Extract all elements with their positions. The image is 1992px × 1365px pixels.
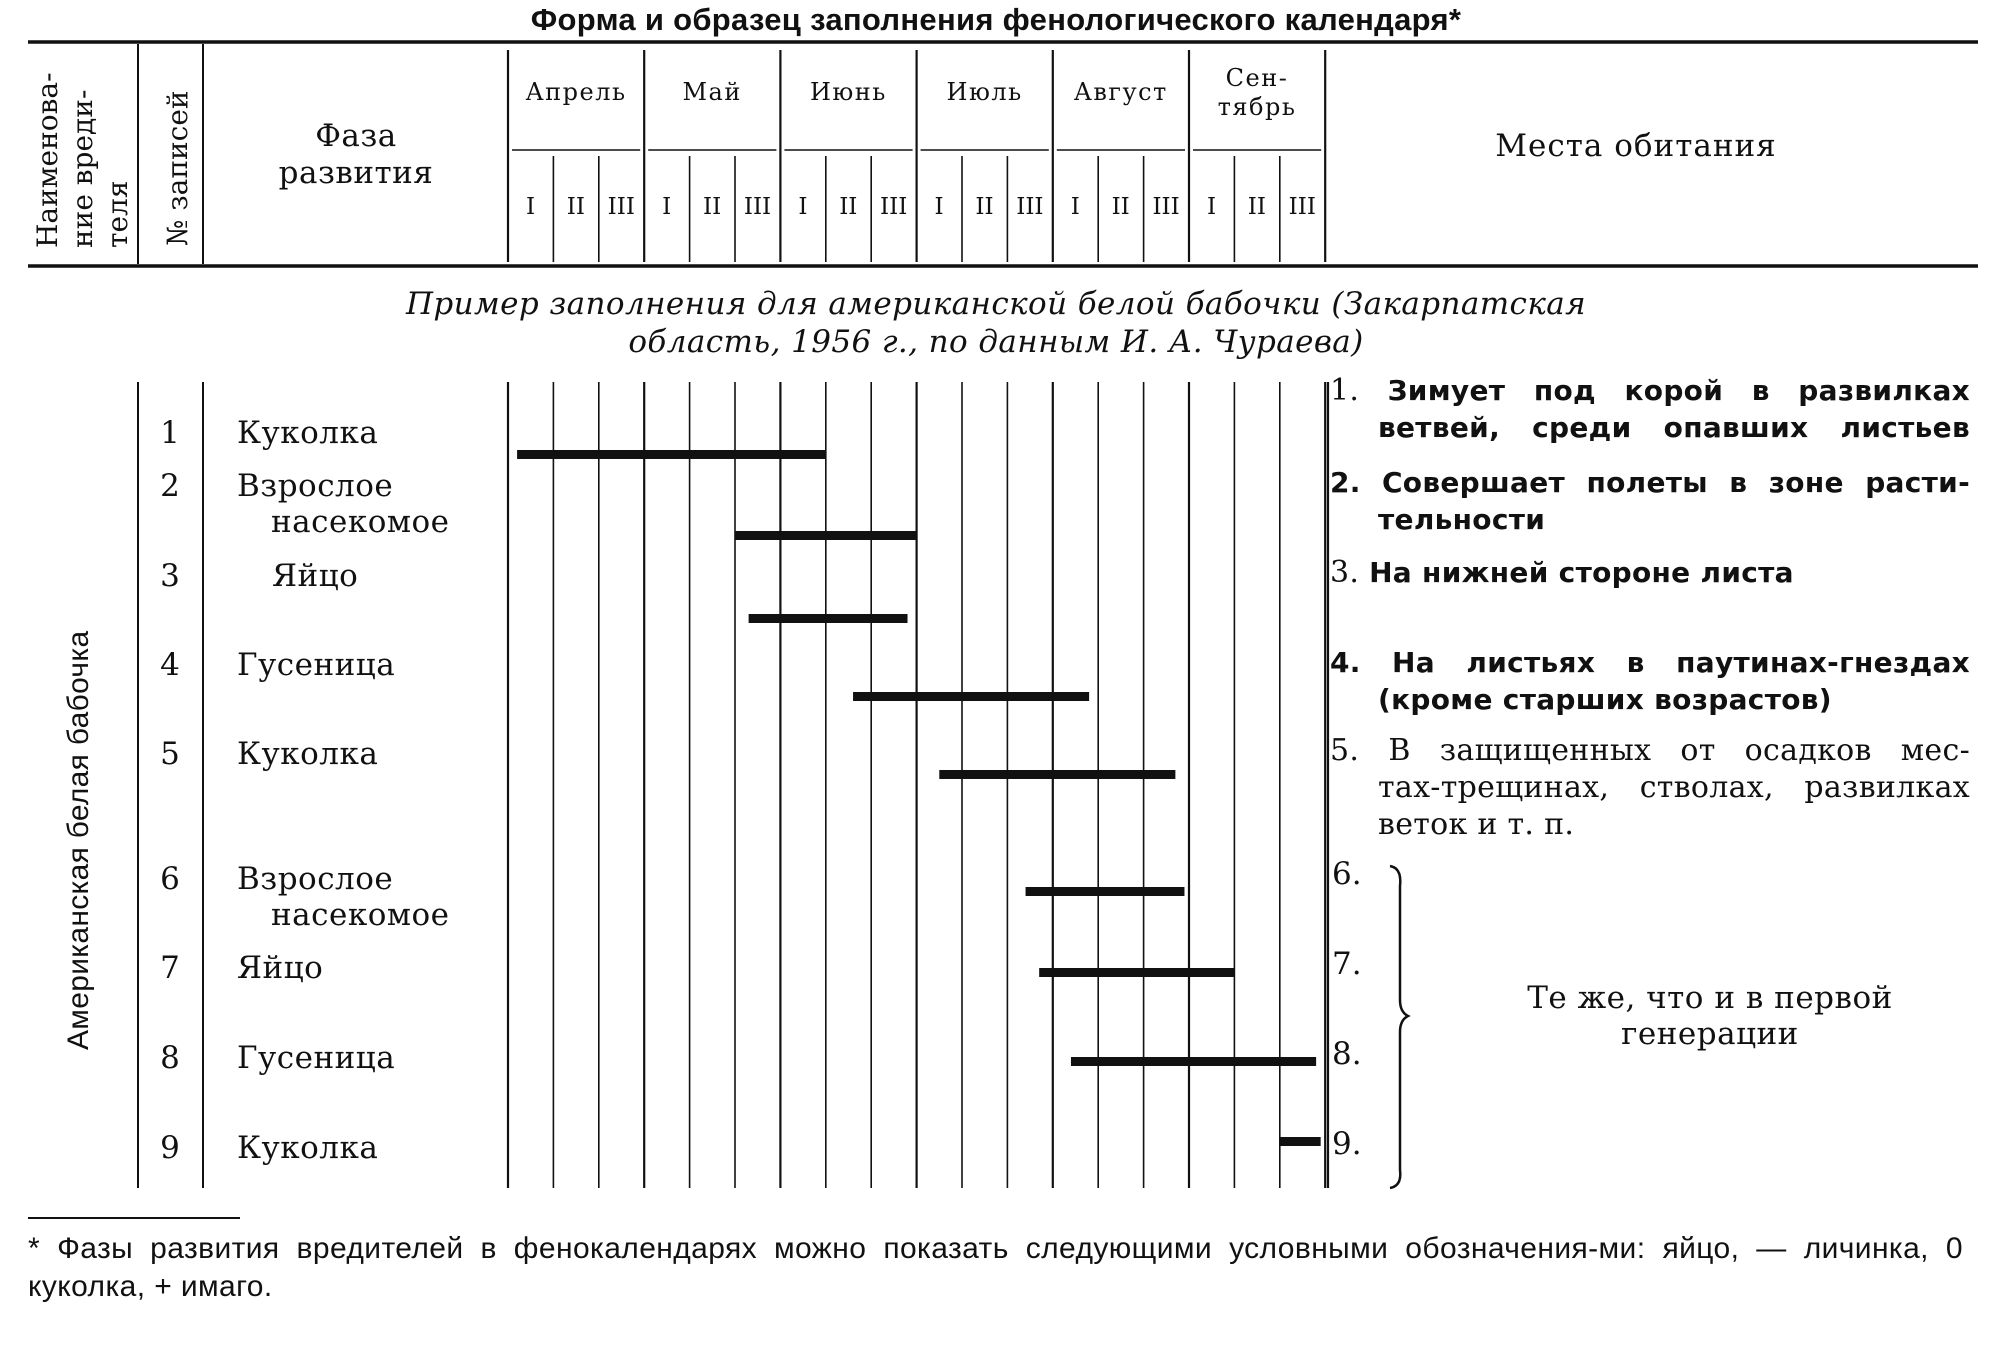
decade-header: III — [1016, 194, 1044, 220]
month-header: Май — [682, 78, 742, 106]
habitat-header: Места обитания — [1495, 128, 1777, 164]
habitat-7-number: 7. — [1332, 946, 1362, 982]
decade-header: II — [1111, 194, 1130, 220]
record-number: 8 — [160, 1040, 180, 1076]
generation-brace — [1389, 864, 1411, 1190]
habitat-9-number: 9. — [1332, 1126, 1362, 1162]
phase-bar — [853, 692, 1090, 701]
record-number: 3 — [160, 558, 180, 594]
phase-bar — [1025, 887, 1185, 896]
pest-name-header: Наименова- ние вреди- теля — [31, 72, 134, 248]
decade-header: I — [1206, 194, 1217, 220]
month-header: Сен-тябрь — [1217, 64, 1297, 121]
phase-bar — [939, 770, 1176, 779]
decade-header: II — [566, 194, 585, 220]
phase-header: Фаза развития — [278, 118, 434, 191]
phase-bar — [1039, 968, 1235, 977]
phase-name: Куколка — [237, 415, 379, 451]
footnote: * Фазы развития вредителей в фенокаленда… — [28, 1232, 1963, 1303]
habitat-1: 1. Зимует под корой в развилках ветвей, … — [1330, 373, 1970, 444]
phase-bars — [517, 450, 1321, 1146]
phase-name: Куколка — [237, 736, 379, 772]
habitat-4: 4. На листьях в паутинах-гнездах (кроме … — [1330, 646, 1970, 716]
phase-bar — [517, 450, 826, 459]
record-number: 1 — [160, 415, 180, 451]
species-label: Американская белая бабочка — [62, 630, 95, 1050]
example-caption: Пример заполнения для американской белой… — [405, 286, 1587, 360]
habitat-6-number: 6. — [1332, 856, 1362, 892]
page-title: Форма и образец заполнения фенологическо… — [530, 2, 1462, 37]
habitat-2: 2. Совершает полеты в зоне расти- тельно… — [1330, 466, 1970, 536]
phase-bar — [748, 614, 908, 623]
phase-name: Гусеница — [237, 647, 396, 683]
record-number-header: № записей — [161, 90, 194, 246]
decade-header: II — [1247, 194, 1266, 220]
month-header: Июнь — [809, 78, 887, 106]
phase-name: Куколка — [237, 1130, 379, 1166]
decade-header: II — [839, 194, 858, 220]
record-number: 4 — [160, 647, 180, 683]
record-number: 9 — [160, 1130, 180, 1166]
phase-bar — [1279, 1137, 1321, 1146]
decade-header: II — [975, 194, 994, 220]
phase-name: Яйцо — [272, 558, 359, 594]
decade-header: I — [662, 194, 672, 220]
decade-header: I — [798, 194, 808, 220]
record-number: 6 — [160, 861, 180, 897]
month-header: Апрель — [525, 78, 627, 106]
habitat-8-number: 8. — [1332, 1036, 1362, 1072]
habitat-3: 3. На нижней стороне листа — [1330, 555, 1794, 590]
decade-header: III — [1288, 194, 1316, 220]
decade-header: III — [880, 194, 908, 220]
phase-name: Яйцо — [237, 950, 324, 986]
decade-header: III — [607, 194, 635, 220]
decade-header: I — [1070, 194, 1080, 220]
record-number: 2 — [160, 468, 180, 504]
record-number: 5 — [160, 736, 180, 772]
decade-header: III — [743, 194, 772, 220]
phase-name: Гусеница — [237, 1040, 396, 1076]
same-as-first-generation: Те же, что и в первой генерации — [1527, 980, 1893, 1052]
grid-lines — [28, 40, 1978, 1219]
decade-header: III — [1152, 194, 1180, 220]
habitat-5: 5. В защищенных от осадков мес- тах-трещ… — [1330, 733, 1970, 842]
phase-bar — [1070, 1057, 1317, 1066]
month-header: Август — [1073, 78, 1168, 106]
decade-header: I — [525, 194, 536, 220]
decade-header: II — [703, 194, 722, 220]
record-number: 7 — [160, 950, 180, 986]
month-header: Июль — [946, 78, 1023, 106]
decade-header: I — [934, 194, 944, 220]
phase-bar — [735, 531, 917, 540]
